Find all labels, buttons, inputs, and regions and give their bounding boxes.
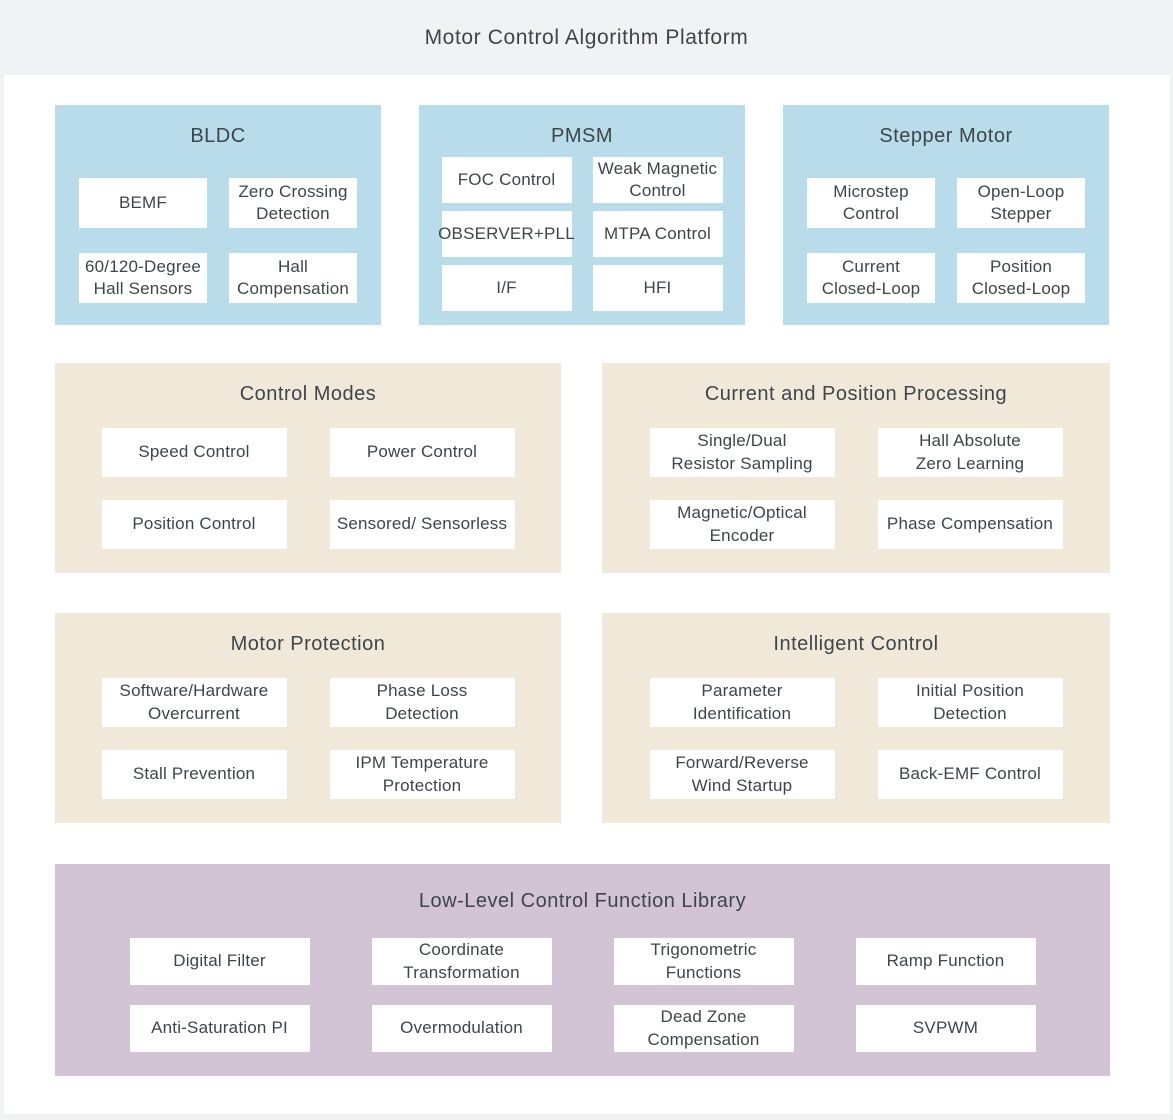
panel-bldc-title: BLDC [190,125,246,147]
box-stall-prevention: Stall Prevention [101,750,287,799]
box-microstep-control: Microstep Control [807,178,935,228]
box-open-loop-stepper: Open-Loop Stepper [957,178,1085,228]
panel-pmsm: PMSM FOC Control Weak Magnetic Control O… [419,105,745,325]
box-coordinate-transformation: Coordinate Transformation [371,938,552,985]
right-border-strip [1170,75,1173,1120]
left-border-strip [0,75,4,1120]
box-phase-compensation: Phase Compensation [877,500,1063,549]
box-trigonometric-functions: Trigonometric Functions [613,938,794,985]
box-position-control: Position Control [101,500,287,549]
box-foc-control: FOC Control [441,157,572,203]
panel-low-level-function-library-grid: Digital Filter Coordinate Transformation… [129,938,1036,1052]
panel-control-modes-grid: Speed Control Power Control Position Con… [101,428,515,549]
panel-current-position-processing: Current and Position Processing Single/D… [602,363,1110,573]
panel-current-position-processing-title: Current and Position Processing [704,383,1008,405]
panel-stepper-motor-title: Stepper Motor [879,125,1013,147]
panel-bldc: BLDC BEMF Zero Crossing Detection 60/120… [55,105,381,325]
box-ramp-function: Ramp Function [855,938,1036,985]
panel-intelligent-control-grid: Parameter Identification Initial Positio… [649,678,1063,799]
box-software-hardware-overcurrent: Software/Hardware Overcurrent [101,678,287,727]
panel-motor-protection-grid: Software/Hardware Overcurrent Phase Loss… [101,678,515,799]
box-current-closed-loop: Current Closed-Loop [807,253,935,303]
box-hall-compensation: Hall Compensation [229,253,357,303]
panel-stepper-motor-grid: Microstep Control Open-Loop Stepper Curr… [807,178,1085,303]
box-initial-position-detection: Initial Position Detection [877,678,1063,727]
box-magnetic-optical-encoder: Magnetic/Optical Encoder [649,500,835,549]
panel-stepper-motor: Stepper Motor Microstep Control Open-Loo… [783,105,1109,325]
box-sensored-sensorless: Sensored/ Sensorless [329,500,515,549]
box-zero-crossing-detection: Zero Crossing Detection [229,178,357,228]
panel-current-position-processing-grid: Single/Dual Resistor Sampling Hall Absol… [649,428,1063,549]
box-weak-magnetic-control: Weak Magnetic Control [592,157,723,203]
box-observer-pll: OBSERVER+PLL [438,211,575,257]
box-ipm-temperature-protection: IPM Temperature Protection [329,750,515,799]
panel-control-modes-title: Control Modes [239,383,377,405]
box-60-120-degree-hall-sensors: 60/120-Degree Hall Sensors [79,253,207,303]
box-forward-reverse-wind-startup: Forward/Reverse Wind Startup [649,750,835,799]
app-header: Motor Control Algorithm Platform [0,0,1173,75]
bottom-border-strip [0,1114,1173,1120]
box-hfi: HFI [592,265,723,311]
panel-low-level-function-library-title: Low-Level Control Function Library [418,890,747,912]
box-svpwm: SVPWM [855,1005,1036,1052]
box-single-dual-resistor-sampling: Single/Dual Resistor Sampling [649,428,835,477]
panel-motor-protection: Motor Protection Software/Hardware Overc… [55,613,561,823]
box-bemf: BEMF [79,178,207,228]
panel-intelligent-control: Intelligent Control Parameter Identifica… [602,613,1110,823]
box-position-closed-loop: Position Closed-Loop [957,253,1085,303]
box-parameter-identification: Parameter Identification [649,678,835,727]
panel-bldc-grid: BEMF Zero Crossing Detection 60/120-Degr… [79,178,357,303]
panel-low-level-function-library: Low-Level Control Function Library Digit… [55,864,1110,1076]
box-dead-zone-compensation: Dead Zone Compensation [613,1005,794,1052]
box-hall-absolute-zero-learning: Hall Absolute Zero Learning [877,428,1063,477]
box-mtpa-control: MTPA Control [592,211,723,257]
panel-pmsm-grid: FOC Control Weak Magnetic Control OBSERV… [438,157,723,311]
box-power-control: Power Control [329,428,515,477]
panel-control-modes: Control Modes Speed Control Power Contro… [55,363,561,573]
panel-motor-protection-title: Motor Protection [230,633,386,655]
box-speed-control: Speed Control [101,428,287,477]
box-overmodulation: Overmodulation [371,1005,552,1052]
panel-pmsm-title: PMSM [551,125,613,147]
box-if: I/F [441,265,572,311]
box-phase-loss-detection: Phase Loss Detection [329,678,515,727]
box-digital-filter: Digital Filter [129,938,310,985]
page-title: Motor Control Algorithm Platform [424,25,749,49]
box-back-emf-control: Back-EMF Control [877,750,1063,799]
panel-intelligent-control-title: Intelligent Control [773,633,939,655]
box-anti-saturation-pi: Anti-Saturation PI [129,1005,310,1052]
